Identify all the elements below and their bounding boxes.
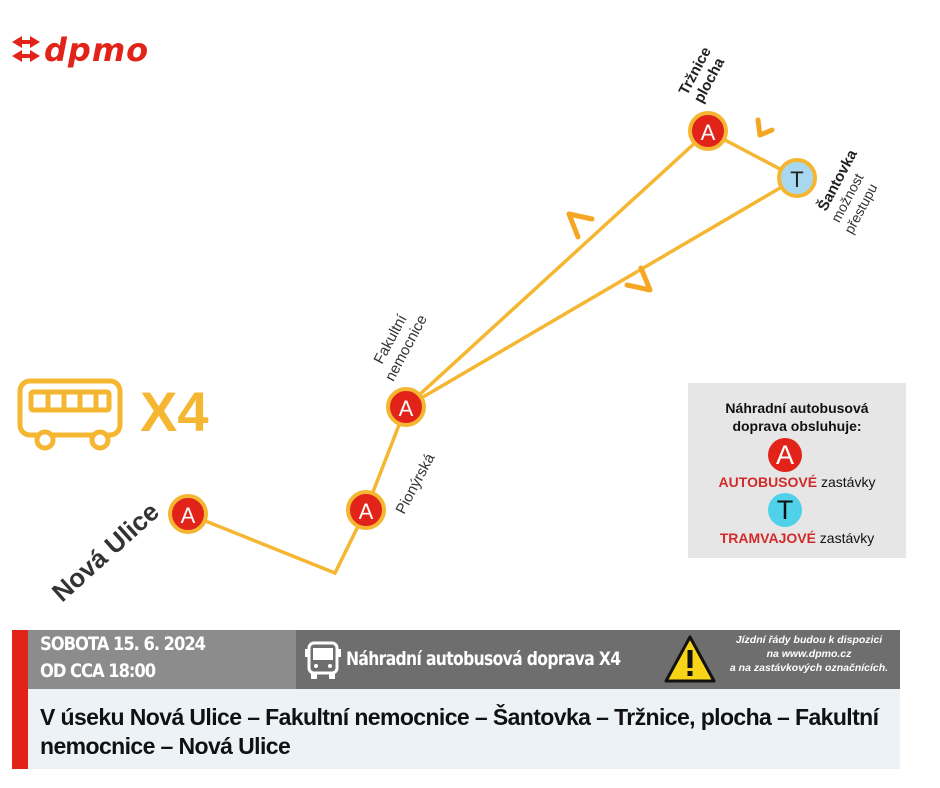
arrow-icon [755,117,775,138]
legend-tram-row: TRAMVAJOVÉ zastávky [719,530,875,546]
stop-marker-santovka: T [777,158,817,198]
stop-marker-trznice-plocha: A [688,111,728,151]
logo-text: dpmo [44,31,149,69]
date-block: SOBOTA 15. 6. 2024 OD CCA 18:00 [28,630,296,689]
stop-label-fakultni-nemocnice: Fakultní nemocnice [371,311,431,384]
svg-text:A: A [359,499,374,524]
bus-icon [305,641,341,679]
section-text: V úseku Nová Ulice – Fakultní nemocnice … [40,704,879,759]
accent-bar [12,630,28,769]
date-text: SOBOTA 15. 6. 2024 [40,633,206,655]
stop-label-trznice-plocha: Tržnice plocha [676,44,729,106]
stop-marker-nova-ulice: A [168,494,208,534]
tram-stop-symbol: T [768,493,802,527]
legend-box: Náhradní autobusová doprava obsluhuje: A… [688,383,906,558]
section-description: V úseku Nová Ulice – Fakultní nemocnice … [28,689,900,769]
svg-text:A: A [701,120,716,145]
stop-label-santovka: Šantovka možnost přestupu [814,146,881,236]
arrow-icon [624,265,653,293]
dpmo-logo: dpmo [12,31,149,69]
direction-arrows [566,117,775,293]
svg-text:A: A [181,503,196,528]
line-label: X4 [140,380,209,443]
stop-label-pionyrska: Pionýrská [393,450,439,517]
stop-marker-fakultni-nemocnice: A [386,387,426,427]
legend-title: Náhradní autobusová doprava obsluhuje: [725,400,869,434]
bus-stop-symbol: A [768,438,802,472]
stop-marker-pionyrska: A [346,490,386,530]
time-text: OD CCA 18:00 [40,660,156,682]
service-title: Náhradní autobusová doprava X4 [346,648,621,670]
timetable-note: Jízdní řády budou k dispozici na www.dpm… [729,634,889,674]
dpmo-arrows-icon [12,36,40,62]
svg-text:T: T [790,167,803,192]
stop-label-nova-ulice: Nová Ulice [46,496,165,607]
legend-bus-row: AUTOBUSOVÉ zastávky [718,474,876,490]
bus-icon [17,378,123,451]
route-map: dpmo X4 A A A A T No [12,31,881,607]
arrow-icon [566,211,595,240]
warning-icon [664,635,716,683]
service-info-block: Náhradní autobusová doprava X4 Jízdní řá… [296,630,900,689]
svg-text:A: A [399,396,414,421]
